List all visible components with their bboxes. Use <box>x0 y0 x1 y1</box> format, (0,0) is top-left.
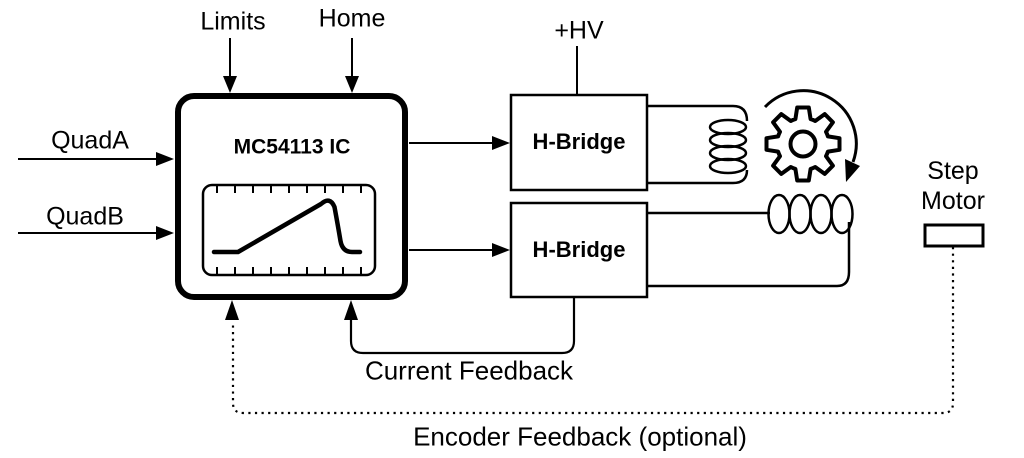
hv-supply-label: +HV <box>554 16 604 45</box>
step-motor-body <box>923 223 985 248</box>
encoder-feedback-arrowhead-icon <box>225 300 239 320</box>
step-motor-label: Step Motor <box>921 156 985 216</box>
hbridge-bottom-label: H-Bridge <box>532 236 626 262</box>
hbridge-bottom-box <box>509 201 649 299</box>
gear-icon <box>764 105 842 183</box>
quadb-label: QuadB <box>46 202 124 231</box>
mc-ic-title: MC54113 IC <box>233 135 351 159</box>
current-feedback-arrowhead-icon <box>344 300 358 320</box>
ic-to-hbridge1-arrowhead-icon <box>492 136 510 150</box>
step-motor-label-line1: Step <box>927 157 979 185</box>
phase-b-coil-icon <box>648 193 854 288</box>
hbridge-top-box <box>509 93 649 192</box>
quadb-arrowhead-icon <box>156 226 174 240</box>
hbridge-top-label: H-Bridge <box>532 128 626 154</box>
scope-ticks-bottom <box>216 267 362 274</box>
rotation-arrow-icon <box>763 89 860 182</box>
step-motor-label-line2: Motor <box>921 187 985 215</box>
ic-to-hbridge2-arrowhead-icon <box>492 243 510 257</box>
home-label: Home <box>318 4 386 33</box>
quada-label: QuadA <box>51 126 129 155</box>
scope-ticks-top <box>216 186 362 193</box>
limits-label: Limits <box>200 7 266 36</box>
oscilloscope-waveform-icon <box>211 198 363 255</box>
phase-a-coil-icon <box>648 104 749 185</box>
quada-arrowhead-icon <box>156 152 174 166</box>
encoder-feedback-label: Encoder Feedback (optional) <box>413 421 747 452</box>
home-arrowhead-icon <box>345 76 359 93</box>
mc-ic-box <box>175 93 408 300</box>
encoder-feedback-path <box>231 247 955 415</box>
limits-arrowhead-icon <box>223 76 237 93</box>
current-feedback-label: Current Feedback <box>364 355 574 386</box>
scope-screen <box>201 183 377 277</box>
current-feedback-path <box>349 297 576 355</box>
